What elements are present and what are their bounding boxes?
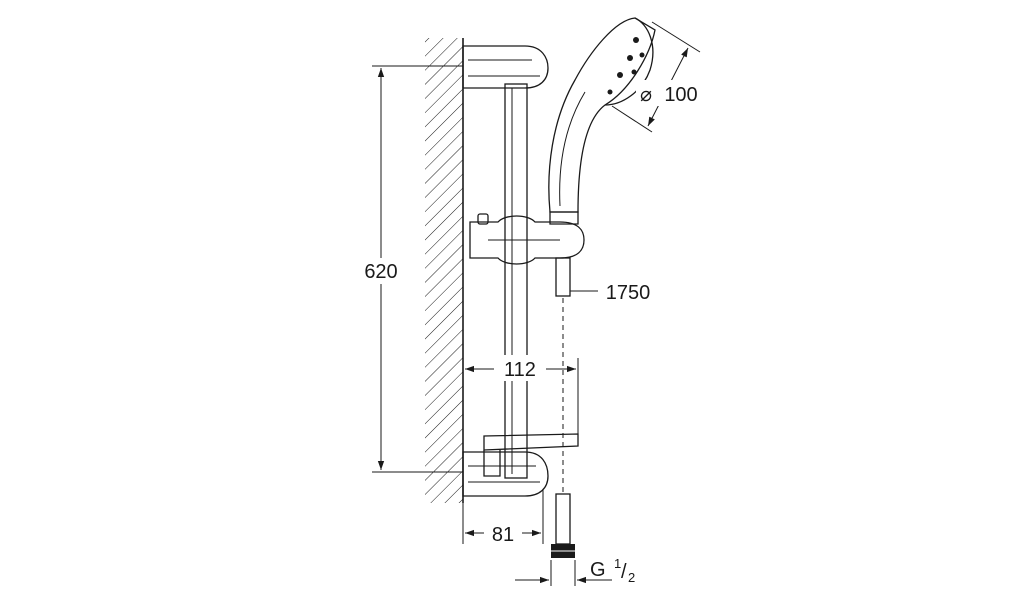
shower-rail <box>504 83 528 479</box>
soap-dish <box>483 433 579 477</box>
nozzle-dot <box>607 89 613 95</box>
dimension-label-112: 112 <box>504 359 536 381</box>
hose-lower-segment <box>555 493 571 545</box>
dimension-projection-depth: 112 <box>465 355 579 436</box>
nozzle-dot <box>633 37 639 43</box>
nozzle-dot <box>639 52 645 58</box>
dimension-shower-diameter: ⌀ 100 <box>611 21 704 133</box>
bottom-bracket-body <box>462 451 549 497</box>
nozzle-dot <box>627 55 633 61</box>
top-bracket-body <box>462 45 549 89</box>
shower-hose <box>551 257 575 558</box>
nozzle-dot <box>617 72 623 78</box>
dimension-rail-height: 620 <box>356 65 463 473</box>
wall <box>425 38 464 503</box>
rail-bar <box>504 83 528 479</box>
dimension-label-81: 81 <box>492 524 514 546</box>
thread-denominator: 2 <box>628 570 635 585</box>
thread-numerator: 1 <box>614 556 621 571</box>
dimension-wall-offset: 81 <box>462 490 544 546</box>
soap-dish-tray <box>483 433 579 451</box>
wall-hatching <box>425 38 463 503</box>
diameter-symbol: ⌀ <box>640 84 652 106</box>
bottom-wall-bracket <box>462 451 549 497</box>
top-wall-bracket <box>462 45 549 89</box>
dimension-thread: G 1 / 2 <box>515 556 635 586</box>
slider-body <box>469 215 585 265</box>
dimension-hose-length: 1750 <box>570 282 650 304</box>
thread-prefix: G <box>590 559 606 581</box>
hose-upper-segment <box>555 257 571 297</box>
hand-shower-handle <box>548 17 656 213</box>
dimension-label-620: 620 <box>364 261 397 283</box>
nozzle-dot <box>631 69 637 75</box>
slider-button <box>477 213 489 225</box>
dimension-label-1750: 1750 <box>606 282 651 304</box>
hand-shower-inner-line <box>559 91 586 207</box>
hand-shower <box>548 17 656 225</box>
soap-dish-holder <box>483 450 501 477</box>
hand-shower-connector <box>549 211 579 225</box>
dimension-label-100: 100 <box>664 84 697 106</box>
slider-holder <box>469 213 585 265</box>
thread-slash: / <box>621 561 627 583</box>
